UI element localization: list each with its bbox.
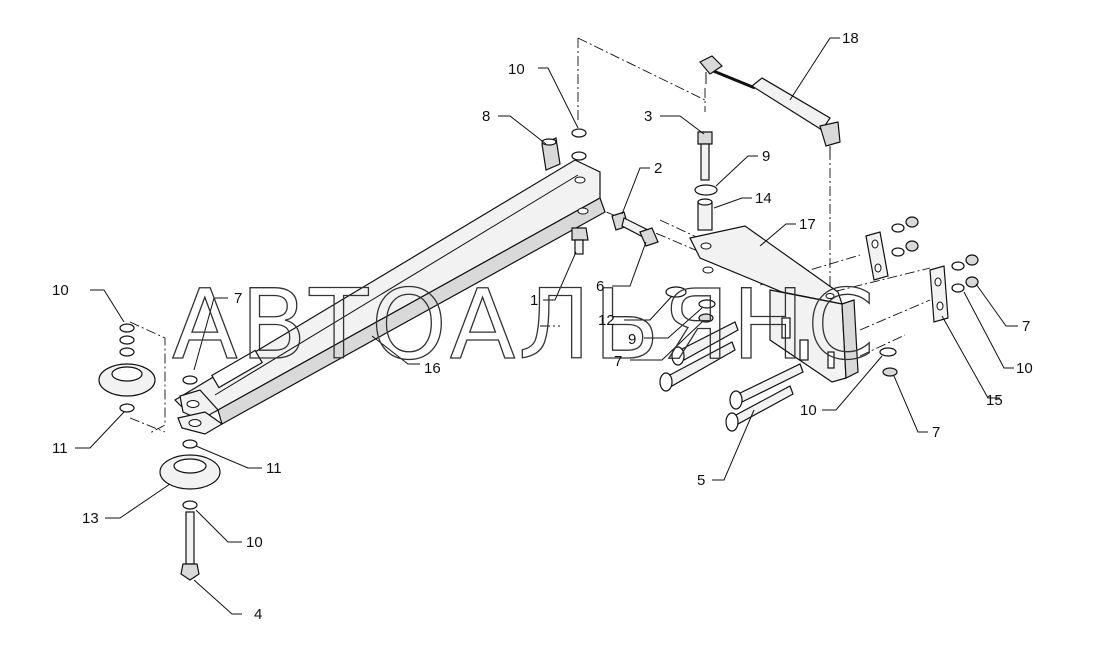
- callout-7: 7: [614, 353, 622, 370]
- rubber-mounts: [98, 363, 221, 490]
- watermark: АВТОАЛЬЯНС: [172, 269, 877, 381]
- callout-9: 9: [628, 331, 636, 348]
- callout-10: 10: [52, 282, 69, 299]
- callout-11: 11: [52, 440, 68, 457]
- callout-5: 5: [697, 472, 705, 489]
- gas-strut: [699, 55, 841, 158]
- callout-16: 16: [424, 360, 441, 377]
- callout-17: 17: [799, 216, 816, 233]
- callout-6: 6: [596, 278, 604, 295]
- washers-top: [571, 128, 587, 161]
- callout-10: 10: [508, 61, 525, 78]
- leader-lines: [75, 37, 1018, 615]
- callout-1: 1: [530, 292, 538, 309]
- callout-8: 8: [482, 108, 490, 125]
- callout-12: 12: [598, 312, 615, 329]
- callout-14: 14: [755, 190, 772, 207]
- carriage-bolts: [659, 321, 804, 432]
- callout-15: 15: [986, 392, 1003, 409]
- callout-7: 7: [234, 290, 242, 307]
- bolt-3: [694, 131, 718, 231]
- callout-9: 9: [762, 148, 770, 165]
- callout-10: 10: [800, 402, 817, 419]
- bolt-bottom-left: [180, 511, 200, 581]
- clamp-plates: [865, 216, 979, 323]
- bolt-2: [611, 211, 659, 247]
- callout-7: 7: [1022, 318, 1030, 335]
- main-arm: [174, 159, 606, 435]
- callout-11: 11: [266, 460, 282, 477]
- callout-2: 2: [654, 160, 662, 177]
- bolt-1: [571, 227, 589, 255]
- callout-4: 4: [254, 606, 262, 623]
- right-bracket: [689, 225, 859, 383]
- washers-center: [665, 286, 898, 377]
- callout-7: 7: [932, 424, 940, 441]
- callout-10: 10: [1016, 360, 1033, 377]
- callout-10: 10: [246, 534, 263, 551]
- callout-18: 18: [842, 30, 859, 47]
- callout-13: 13: [82, 510, 99, 527]
- washers-left: [119, 323, 198, 510]
- callout-3: 3: [644, 108, 652, 125]
- callout-labels: 10 8 18 3 9 2 14 17 1 6 10 7 16 12 9 7 1…: [52, 30, 1033, 623]
